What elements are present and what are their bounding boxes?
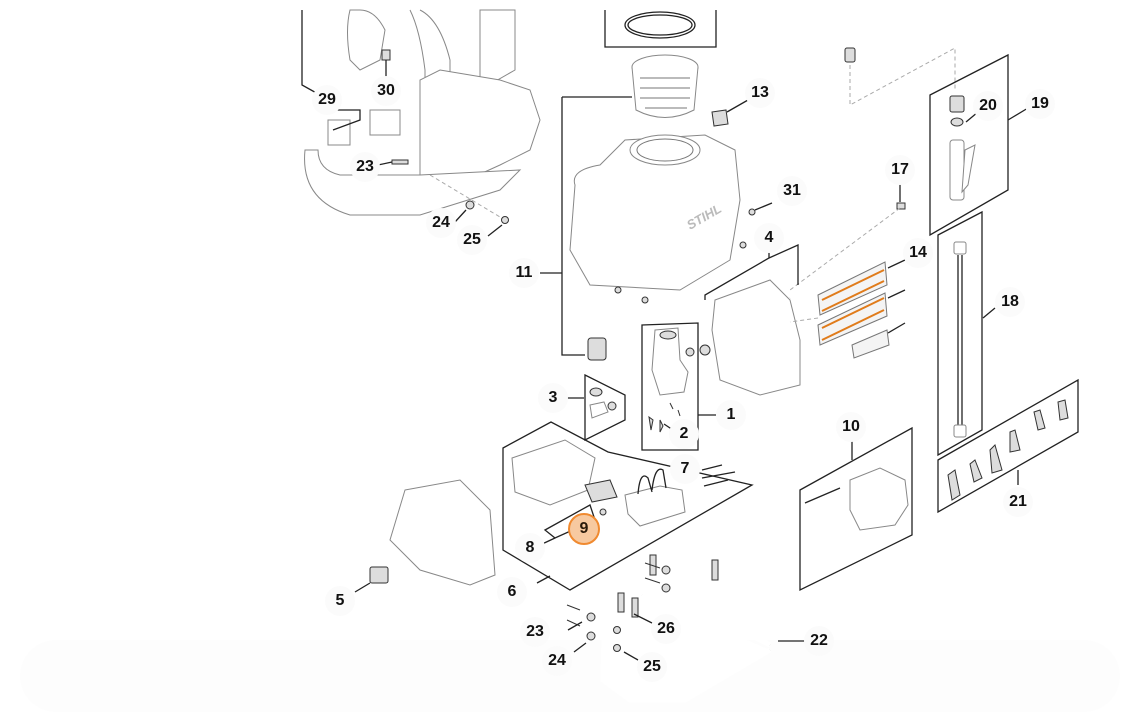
base-frame [566, 537, 805, 703]
callout-26[interactable]: 26 [651, 614, 681, 644]
harness-assembly [301, 9, 541, 237]
callout-3[interactable]: 3 [538, 383, 568, 413]
callout-24-base[interactable]: 24 [542, 646, 572, 676]
callout-11[interactable]: 11 [509, 258, 539, 288]
callout-2[interactable]: 2 [669, 419, 699, 449]
background-shade [20, 640, 1120, 712]
switch-bracket [354, 479, 496, 593]
tank: STIHL [569, 134, 741, 291]
callout-23[interactable]: 23 [350, 152, 380, 182]
callout-5[interactable]: 5 [325, 586, 355, 616]
callout-4[interactable]: 4 [754, 223, 784, 253]
callout-9-selected[interactable]: 9 [568, 513, 600, 545]
callout-25-base[interactable]: 25 [637, 652, 667, 682]
seal-ring [604, 10, 717, 48]
callout-17[interactable]: 17 [885, 155, 915, 185]
callout-6[interactable]: 6 [497, 577, 527, 607]
hose [789, 20, 956, 300]
callout-23-base[interactable]: 23 [520, 617, 550, 647]
pump-kit [641, 322, 716, 451]
callout-19[interactable]: 19 [1025, 89, 1055, 119]
callout-18[interactable]: 18 [995, 287, 1025, 317]
callout-8[interactable]: 8 [515, 533, 545, 563]
callout-21[interactable]: 21 [1003, 487, 1033, 517]
callout-25[interactable]: 25 [457, 225, 487, 255]
electronics-kit [502, 421, 754, 591]
callout-29[interactable]: 29 [312, 85, 342, 115]
callout-22[interactable]: 22 [804, 626, 834, 656]
callout-30[interactable]: 30 [371, 76, 401, 106]
callout-24[interactable]: 24 [426, 208, 456, 238]
callout-10[interactable]: 10 [836, 412, 866, 442]
strainer-basket [631, 54, 699, 118]
callout-20[interactable]: 20 [973, 91, 1003, 121]
callout-13[interactable]: 13 [745, 78, 775, 108]
callout-14[interactable]: 14 [903, 238, 933, 268]
callout-31[interactable]: 31 [777, 176, 807, 206]
clamp-kit [567, 373, 626, 442]
shoulder-pad [799, 426, 913, 592]
spray-handle [929, 53, 1029, 237]
nozzle-set [937, 378, 1079, 514]
spray-lance [937, 210, 996, 457]
decal-strips [817, 259, 906, 359]
callout-7[interactable]: 7 [670, 454, 700, 484]
callout-1[interactable]: 1 [716, 400, 746, 430]
